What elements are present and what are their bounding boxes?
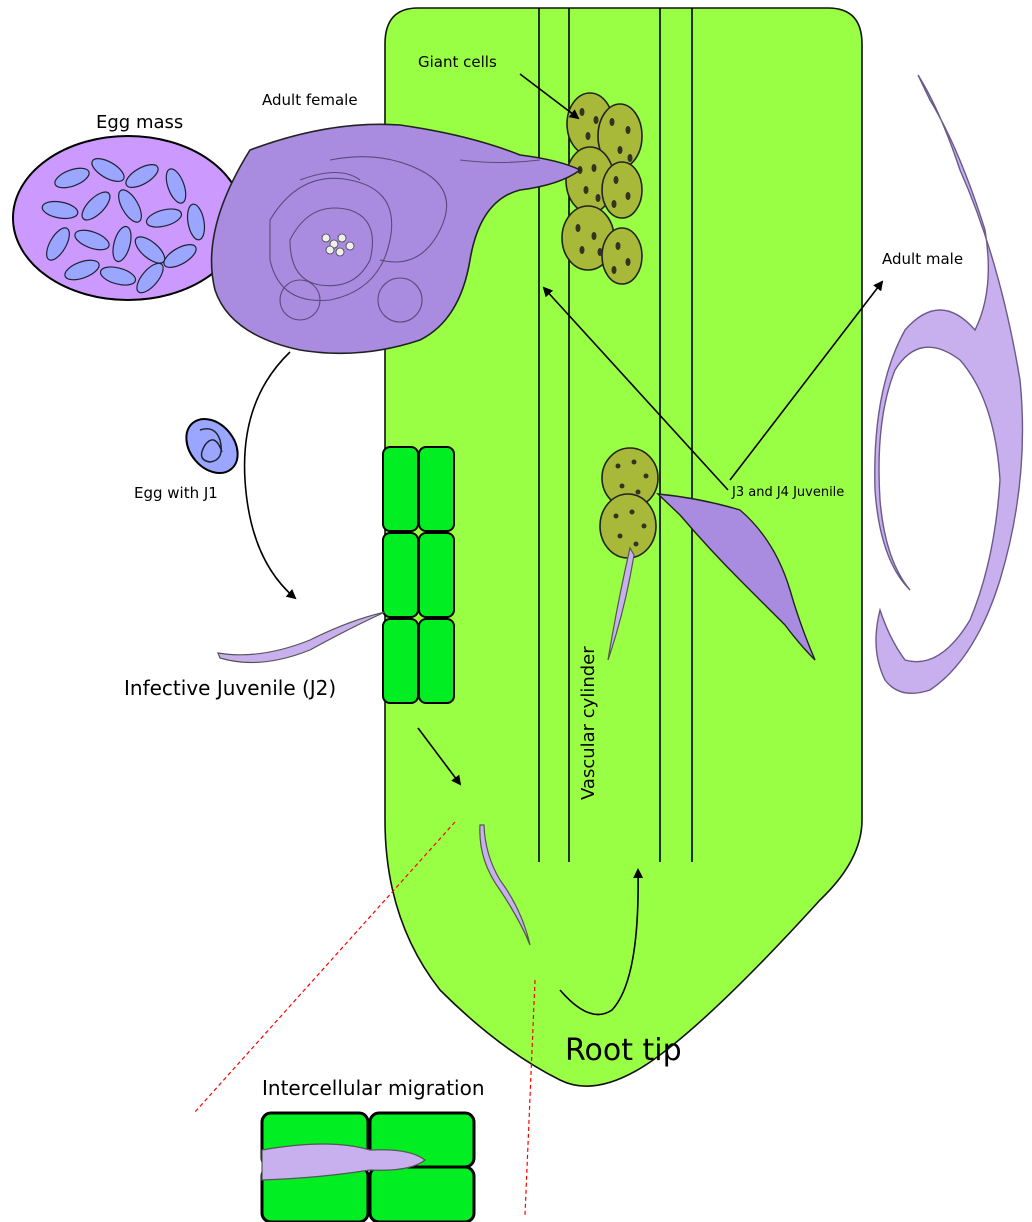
egg-with-j1 [176,409,248,483]
adult-male [875,75,1023,693]
giant-cells-cluster [562,93,642,284]
cortex-cells [383,447,454,703]
label-root-tip: Root tip [565,1033,682,1068]
label-egg-mass: Egg mass [96,112,183,133]
egg-mass [13,136,243,300]
label-adult-female: Adult female [262,91,358,109]
label-vascular-cylinder: Vascular cylinder [578,646,599,800]
intercellular-migration-inset [262,1113,474,1222]
label-egg-with-j1: Egg with J1 [134,484,218,502]
infective-juvenile-j2 [218,612,385,663]
label-intercellular-migration: Intercellular migration [262,1076,485,1100]
label-j3-j4-juvenile: J3 and J4 Juvenile [731,485,844,500]
label-giant-cells: Giant cells [418,53,497,71]
arrow-egg-mass-to-egg [245,352,295,598]
label-infective-juvenile: Infective Juvenile (J2) [124,676,336,700]
label-adult-male: Adult male [882,250,963,268]
